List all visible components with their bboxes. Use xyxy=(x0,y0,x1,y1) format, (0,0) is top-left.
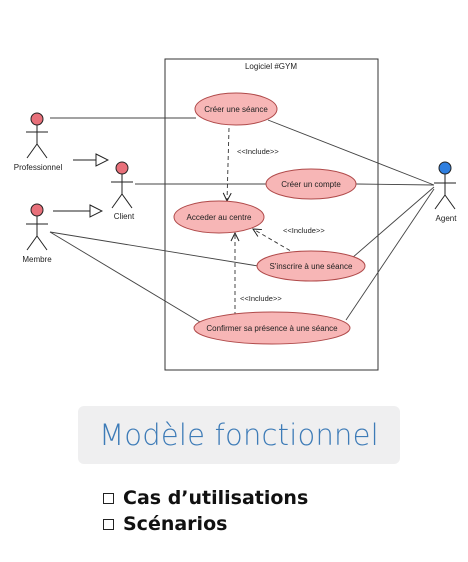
usecase-acceder-centre-label: Acceder au centre xyxy=(187,213,252,222)
bullet-item-scenarios: Scénarios xyxy=(103,511,308,537)
usecase-inscrire-seance-label: S'inscrire à une séance xyxy=(270,262,353,271)
include-inscrire-acceder xyxy=(253,229,297,255)
usecase-creer-compte-label: Créer un compte xyxy=(281,180,341,189)
actor-agent[interactable] xyxy=(434,161,456,210)
bullet-label: Cas d’utilisations xyxy=(123,487,309,509)
include-label-3: <<Include>> xyxy=(240,294,282,303)
include-creer-seance-acceder xyxy=(227,127,229,201)
usecase-confirmer-presence-label: Confirmer sa présence à une séance xyxy=(206,324,338,333)
actor-client[interactable] xyxy=(111,161,133,209)
actor-agent-label: Agent xyxy=(436,214,458,223)
include-label-2: <<Include>> xyxy=(283,226,325,235)
bullet-list: Cas d’utilisations Scénarios xyxy=(103,485,308,537)
usecase-acceder-centre[interactable] xyxy=(173,200,265,234)
system-label: Logiciel #GYM xyxy=(245,62,297,71)
checkbox-icon xyxy=(103,492,114,504)
actor-membre[interactable] xyxy=(26,203,48,251)
include-relations xyxy=(227,127,297,316)
assoc-membre-confirmer xyxy=(49,231,201,323)
assoc-agent-inscrire xyxy=(351,186,435,259)
assoc-agent-confirmer xyxy=(345,188,435,321)
include-label-1: <<Include>> xyxy=(237,147,279,156)
bullet-item-cas-utilisations: Cas d’utilisations xyxy=(103,485,308,511)
assoc-membre-inscrire xyxy=(49,231,259,267)
assoc-agent-creer-seance xyxy=(267,119,435,186)
associations xyxy=(49,117,435,323)
section-title-box: Modèle fonctionnel xyxy=(78,406,400,464)
usecase-inscrire-seance[interactable] xyxy=(256,250,366,282)
usecase-creer-seance-label: Créer une séance xyxy=(204,105,268,114)
usecase-creer-compte[interactable] xyxy=(265,168,357,200)
use-case-diagram: Logiciel #GYM <<Include>> <<Include>> <<… xyxy=(14,58,458,371)
usecase-creer-seance[interactable] xyxy=(194,92,278,126)
actor-professionnel[interactable] xyxy=(26,112,48,159)
section-title: Modèle fonctionnel xyxy=(99,418,379,452)
bullet-label: Scénarios xyxy=(123,513,228,535)
usecase-confirmer-presence[interactable] xyxy=(193,311,351,345)
checkbox-icon xyxy=(103,518,114,530)
actor-membre-label: Membre xyxy=(22,255,52,264)
actor-professionnel-label: Professionnel xyxy=(14,163,63,172)
actor-client-label: Client xyxy=(114,212,135,221)
assoc-agent-creer-compte xyxy=(355,183,435,186)
